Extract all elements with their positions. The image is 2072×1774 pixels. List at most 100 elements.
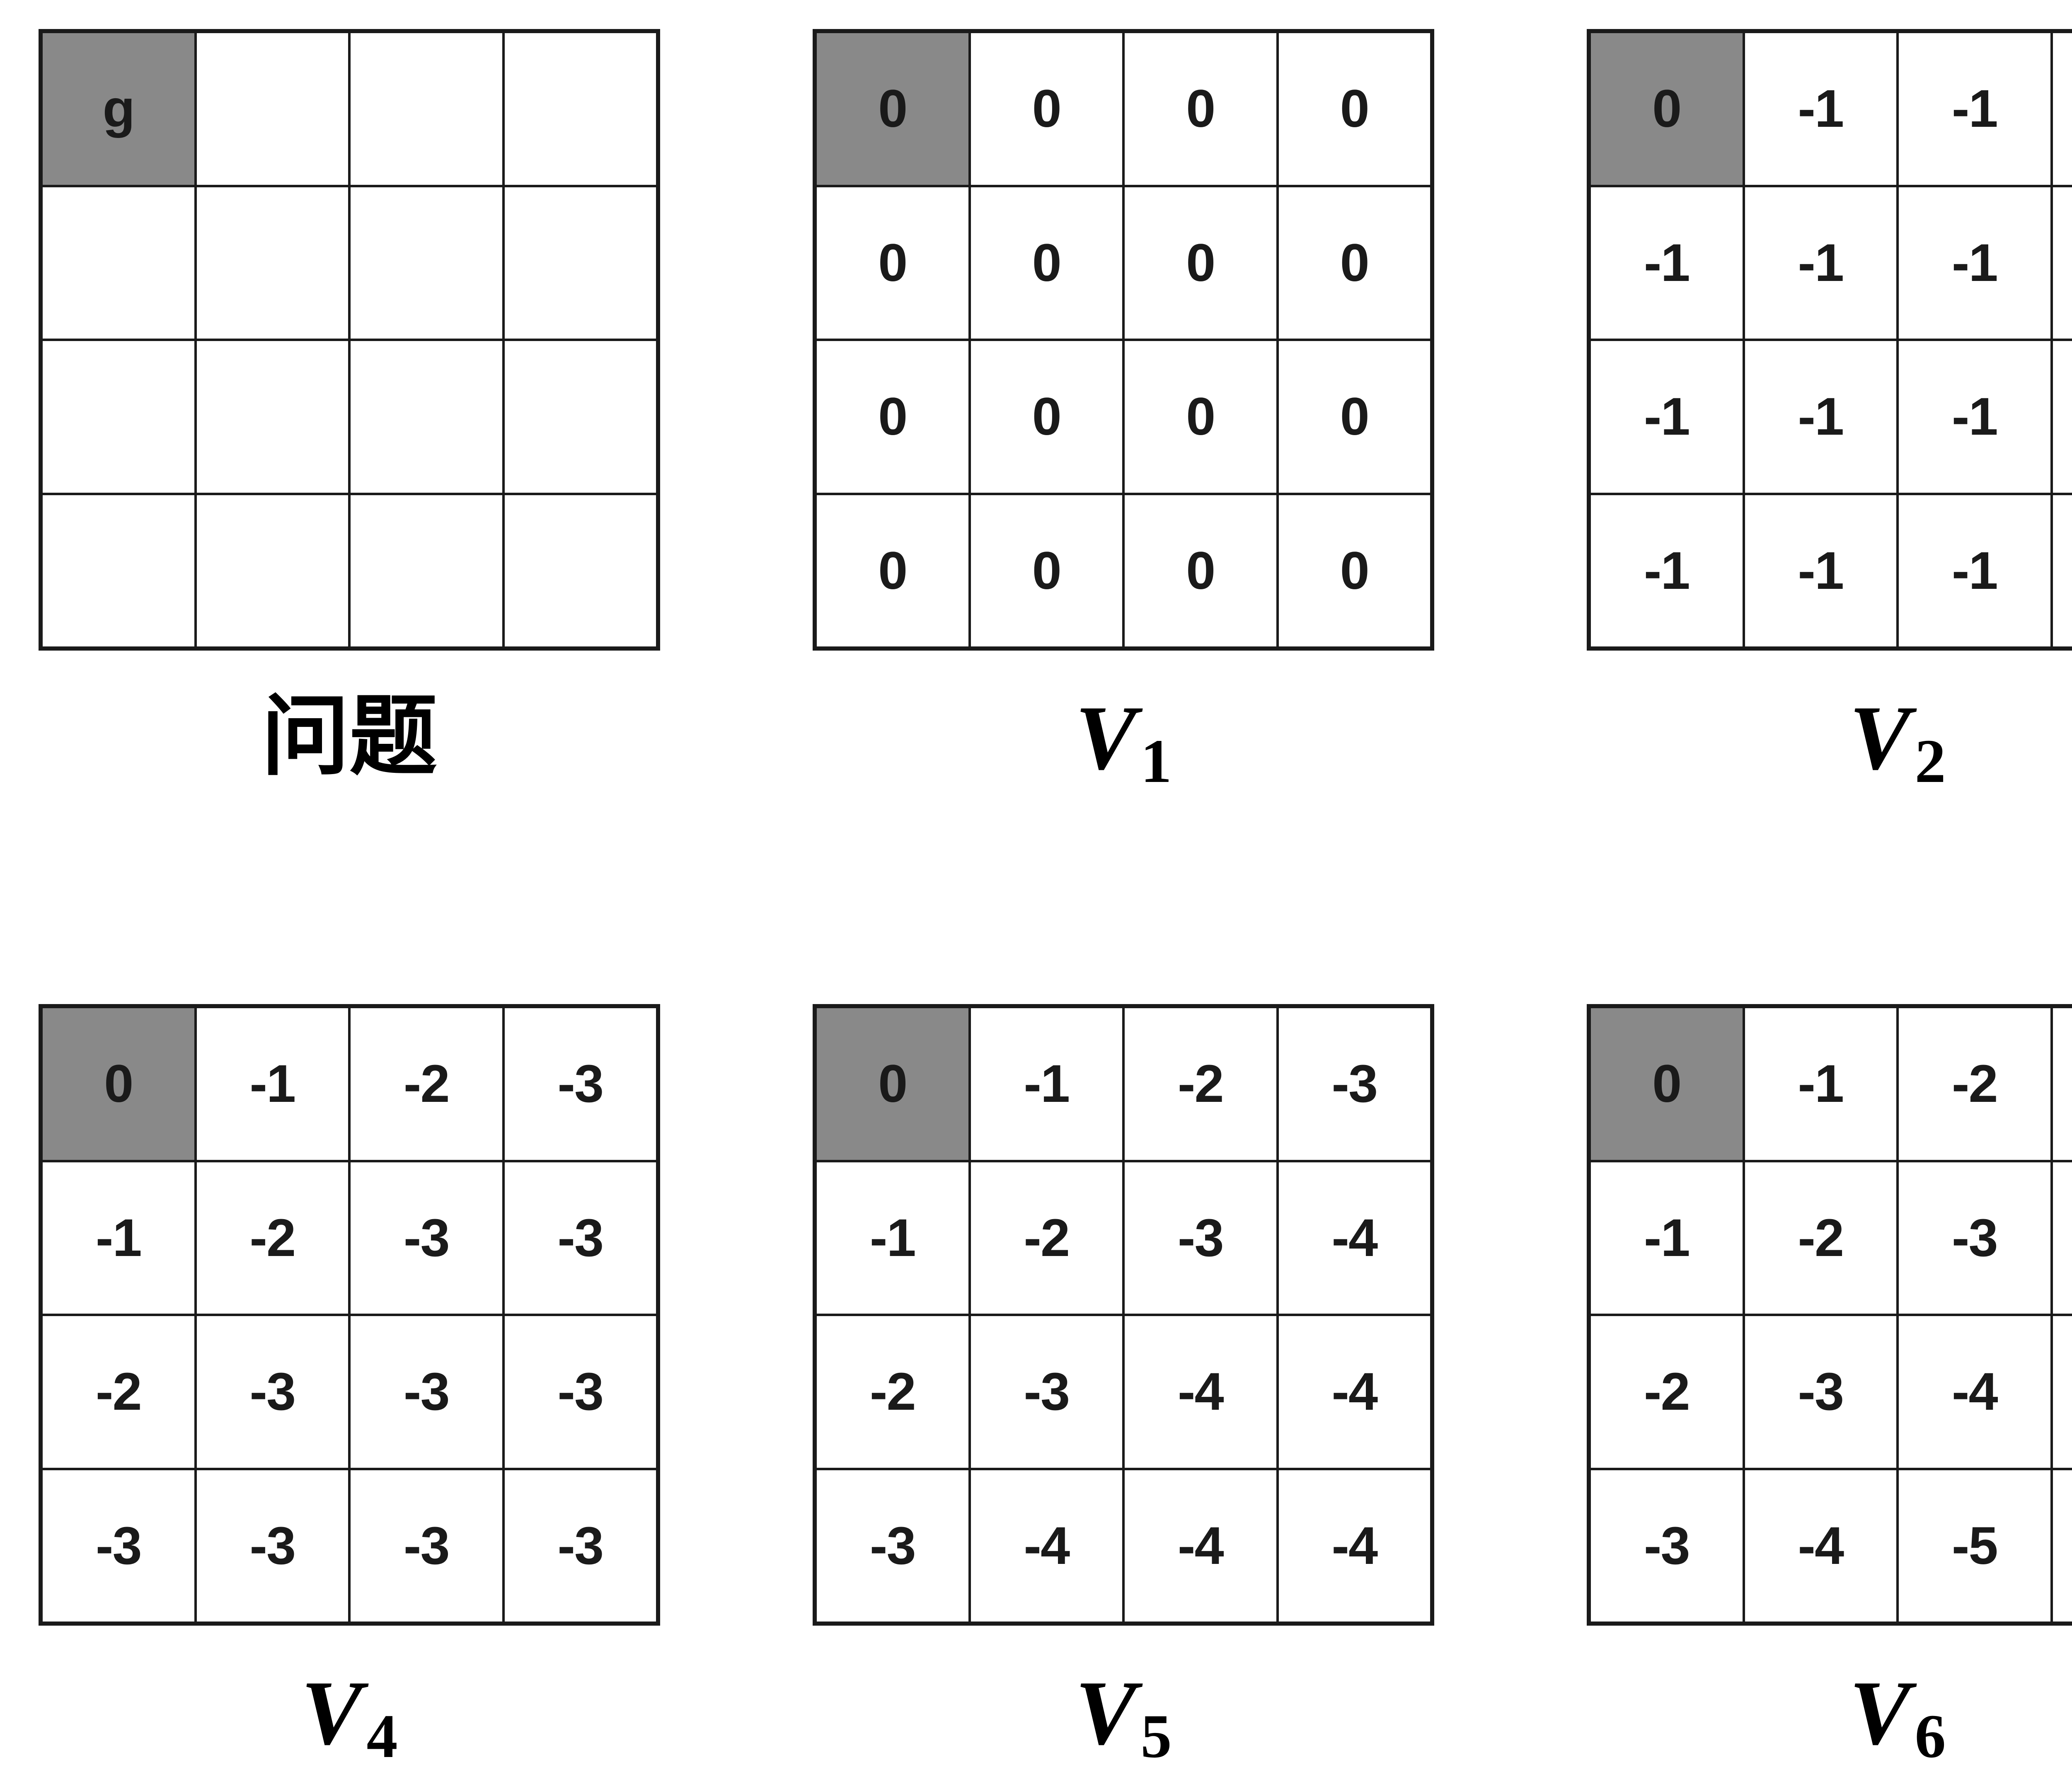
cell-value: -3: [557, 1054, 604, 1114]
panel-v2: 0-1-1-1-1-1-1-1-1-1-1-1-1-1-1-1 V2: [1587, 29, 2072, 792]
grid-cell: -1: [1743, 1007, 1898, 1161]
grid-cell: -3: [195, 1315, 349, 1469]
grid-cell: -1: [1743, 340, 1898, 494]
cell-value: -1: [1644, 1208, 1690, 1268]
grid-cell: -1: [41, 1161, 196, 1315]
cell-value: -2: [1024, 1208, 1070, 1268]
grid-cell: 0: [816, 494, 970, 648]
cell-value: -1: [1644, 541, 1690, 600]
goal-cell: 0: [816, 1007, 970, 1161]
grid-cell: -3: [2051, 1007, 2072, 1161]
grid-cell: -1: [1743, 32, 1898, 186]
cell-value: -3: [1644, 1516, 1690, 1576]
grid-cell: 0: [1123, 494, 1278, 648]
cell-value: -1: [1951, 79, 1998, 139]
panel-label-problem: 问题: [261, 692, 437, 780]
grid-cell: 0: [969, 340, 1123, 494]
grid-cell: -3: [503, 1315, 657, 1469]
cell-value: 0: [878, 541, 908, 600]
grid-cell: -1: [1743, 494, 1898, 648]
grid-cell: -5: [2051, 1315, 2072, 1469]
label-subscript: 1: [1140, 727, 1172, 796]
grid-cell: -4: [1277, 1315, 1431, 1469]
goal-cell: g: [41, 32, 196, 186]
cell-value: 0: [1340, 387, 1370, 447]
grid-cell: -4: [1277, 1161, 1431, 1315]
cell-value: 0: [878, 1054, 908, 1114]
grid-v6: 0-1-2-3-1-2-3-4-2-3-4-5-3-4-5-5: [1587, 1004, 2072, 1626]
cell-value: 0: [1652, 79, 1682, 139]
cell-value: 0: [878, 233, 908, 293]
grid-cell: 0: [1123, 32, 1278, 186]
cell-value: -3: [1798, 1362, 1844, 1422]
cell-value: 0: [1032, 541, 1062, 600]
cell-value: -3: [1177, 1208, 1224, 1268]
grid-cell: [195, 186, 349, 340]
grid-cell: -3: [1277, 1007, 1431, 1161]
grid-cell: -5: [2051, 1469, 2072, 1623]
grid-cell: -3: [1590, 1469, 1744, 1623]
grid-cell: -1: [2051, 186, 2072, 340]
label-subscript: 5: [1140, 1702, 1172, 1771]
cell-value: -2: [249, 1208, 296, 1268]
grid-cell: 0: [969, 32, 1123, 186]
label-text: V: [1849, 1662, 1911, 1764]
cell-value: -3: [1951, 1208, 1998, 1268]
grid-cell: -4: [1743, 1469, 1898, 1623]
grid-v2: 0-1-1-1-1-1-1-1-1-1-1-1-1-1-1-1: [1587, 29, 2072, 651]
cell-value: -1: [869, 1208, 916, 1268]
cell-value: -1: [95, 1208, 142, 1268]
grid-cell: -1: [1590, 1161, 1744, 1315]
grid-cell: -4: [1123, 1315, 1278, 1469]
cell-value: -3: [557, 1208, 604, 1268]
grid-cell: -1: [1590, 494, 1744, 648]
grid-cell: [503, 494, 657, 648]
label-subscript: 4: [366, 1702, 398, 1771]
cell-value: -3: [403, 1362, 450, 1422]
cell-value: -3: [249, 1516, 296, 1576]
label-text: V: [1075, 1662, 1137, 1764]
grid-cell: -3: [41, 1469, 196, 1623]
grid-cell: -1: [1590, 340, 1744, 494]
grid-cell: 0: [816, 186, 970, 340]
grid-cell: [41, 340, 196, 494]
label-subscript: 6: [1915, 1702, 1946, 1771]
grid-cell: [195, 340, 349, 494]
cell-value: -1: [1951, 387, 1998, 447]
grid-cell: -2: [969, 1161, 1123, 1315]
grid-cell: [195, 494, 349, 648]
grid-cell: -1: [1590, 186, 1744, 340]
grid-cell: [349, 340, 503, 494]
cell-value: -1: [1951, 233, 1998, 293]
grid-cell: -1: [969, 1007, 1123, 1161]
cell-value: -2: [1644, 1362, 1690, 1422]
cell-value: -1: [1798, 387, 1844, 447]
goal-cell: 0: [1590, 32, 1744, 186]
cell-value: -1: [1024, 1054, 1070, 1114]
grid-cell: 0: [1277, 494, 1431, 648]
cell-value: -3: [557, 1362, 604, 1422]
grid-cell: 0: [1123, 186, 1278, 340]
grid-cell: 0: [1123, 340, 1278, 494]
grid-cell: -3: [969, 1315, 1123, 1469]
goal-cell: 0: [41, 1007, 196, 1161]
cell-value: 0: [104, 1054, 133, 1114]
cell-value: -2: [1951, 1054, 1998, 1114]
cell-value: 0: [1186, 541, 1215, 600]
grid-cell: -1: [2051, 340, 2072, 494]
grid-cell: -4: [1277, 1469, 1431, 1623]
grid-cell: -3: [349, 1161, 503, 1315]
cell-value: 0: [878, 79, 908, 139]
grid-cell: [349, 32, 503, 186]
grid-cell: [503, 340, 657, 494]
grid-cell: [349, 186, 503, 340]
label-subscript: 2: [1915, 727, 1946, 796]
cell-value: 0: [1032, 79, 1062, 139]
